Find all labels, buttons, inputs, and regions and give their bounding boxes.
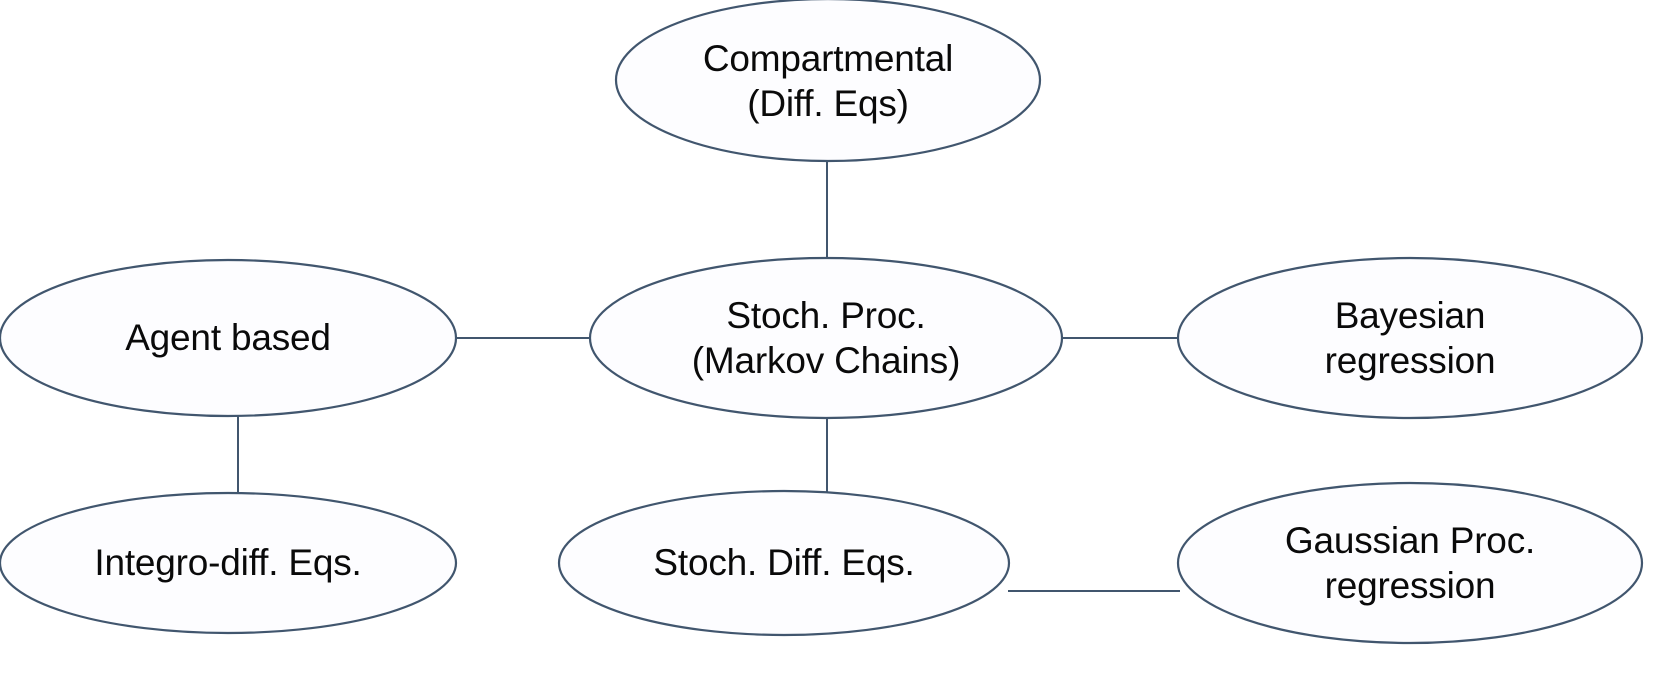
node-shape-bayesian-regression[interactable] [1176,256,1644,420]
node-shape-integro-diff-eqs[interactable] [0,491,458,635]
node-shape-gaussian-proc-regression[interactable] [1176,481,1644,645]
node-shape-layer [0,0,1644,645]
node-shape-stochastic-processes[interactable] [588,256,1064,420]
node-shape-stochastic-diff-eqs[interactable] [557,489,1011,637]
edge-layer [237,161,1180,592]
node-shape-agent-based[interactable] [0,258,458,418]
node-shape-compartmental[interactable] [614,0,1042,163]
